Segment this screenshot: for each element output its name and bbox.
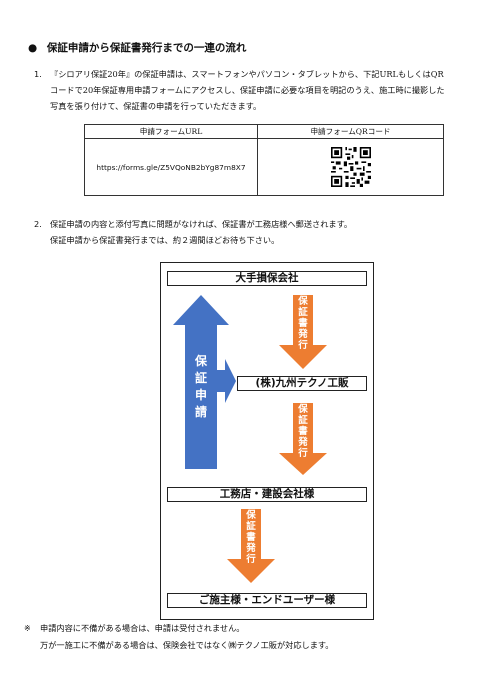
apply-arrow-up xyxy=(173,295,229,469)
issue-arrow-2 xyxy=(279,403,327,475)
step2-line: 保証申請の内容と添付写真に問題がなければ、保証書が工務店様へ郵送されます。 xyxy=(50,219,353,229)
step2-paragraph: 保証申請の内容と添付写真に問題がなければ、保証書が工務店様へ郵送されます。 保証… xyxy=(50,216,352,248)
step2-line: 保証申請から保証書発行までは、約２週間ほどお待ち下さい。 xyxy=(50,235,280,245)
issue-char: 行 xyxy=(246,554,256,565)
step1-number: 1. xyxy=(34,69,42,79)
step1-line: コードで20年保証専用申請フォームにアクセスし、保証申請に必要な項目を明記のうえ… xyxy=(50,85,445,95)
url-cell: https://forms.gle/Z5VQoNB2bYg87m8X7 xyxy=(84,138,258,196)
issue-char: 行 xyxy=(298,448,308,459)
issue-arrow-1 xyxy=(279,295,327,369)
insurer-box: 大手損保会社 xyxy=(167,271,367,286)
qr-cell xyxy=(257,138,444,196)
note-line-1: 申請内容に不備がある場合は、申請は受付されません。 xyxy=(40,623,245,633)
apply-char: 証 xyxy=(194,371,207,385)
step1-paragraph: 『シロアリ保証20年』の保証申請は、スマートフォンやパソコン・タブレットから、下… xyxy=(50,66,470,114)
builder-box: 工務店・建設会社様 xyxy=(167,487,367,502)
issue-char: 発 xyxy=(298,437,308,448)
issue-char: 保 xyxy=(298,404,308,415)
step1-line: 『シロアリ保証20年』の保証申請は、スマートフォンやパソコン・タブレットから、下… xyxy=(50,69,444,79)
issue-label-3: 保 証 書 発 行 xyxy=(241,510,261,565)
step1-line: 写真を張り付けて、保証書の申請を行っていただきます。 xyxy=(50,101,262,111)
issue-char: 書 xyxy=(246,532,256,543)
note-mark: ※ xyxy=(24,623,31,633)
issue-arrow-3 xyxy=(227,509,275,583)
note-line-2: 万が一施工に不備がある場合は、保険会社ではなく㈱テクノ工販が対応します。 xyxy=(40,640,334,650)
url-header: 申請フォームURL xyxy=(84,124,258,139)
issue-char: 発 xyxy=(298,329,308,340)
form-url-link[interactable]: https://forms.gle/Z5VQoNB2bYg87m8X7 xyxy=(96,162,246,172)
issue-char: 証 xyxy=(298,307,308,318)
apply-char: 請 xyxy=(194,405,207,419)
issue-label-1: 保 証 書 発 行 xyxy=(293,296,313,351)
flow-arrows xyxy=(173,295,327,583)
qr-code-icon[interactable] xyxy=(330,147,371,187)
flow-diagram: 大手損保会社 (株)九州テクノ工販 工務店・建設会社様 ご施主様・エンドユーザー… xyxy=(160,262,374,620)
step2-number: 2. xyxy=(34,219,42,229)
apply-label: 保 証 申 請 xyxy=(189,353,213,421)
issue-char: 書 xyxy=(298,426,308,437)
issue-label-2: 保 証 書 発 行 xyxy=(293,404,313,459)
section-heading: ● 保証申請から保証書発行までの一連の流れ xyxy=(28,40,246,55)
bullet: ● xyxy=(28,42,38,54)
issue-char: 発 xyxy=(246,543,256,554)
issue-char: 証 xyxy=(298,415,308,426)
issue-char: 保 xyxy=(298,296,308,307)
section-title: 保証申請から保証書発行までの一連の流れ xyxy=(46,42,247,54)
apply-char: 申 xyxy=(194,388,207,402)
application-form-table: 申請フォームURL 申請フォームQRコード https://forms.gle/… xyxy=(84,124,444,196)
qr-header: 申請フォームQRコード xyxy=(257,124,444,139)
issue-char: 証 xyxy=(246,521,256,532)
issue-char: 書 xyxy=(298,318,308,329)
issue-char: 保 xyxy=(246,510,256,521)
enduser-box: ご施主様・エンドユーザー様 xyxy=(167,593,367,608)
agent-box: (株)九州テクノ工販 xyxy=(237,376,367,391)
issue-char: 行 xyxy=(298,340,308,351)
apply-arrow-right xyxy=(216,359,236,403)
apply-char: 保 xyxy=(194,354,207,368)
